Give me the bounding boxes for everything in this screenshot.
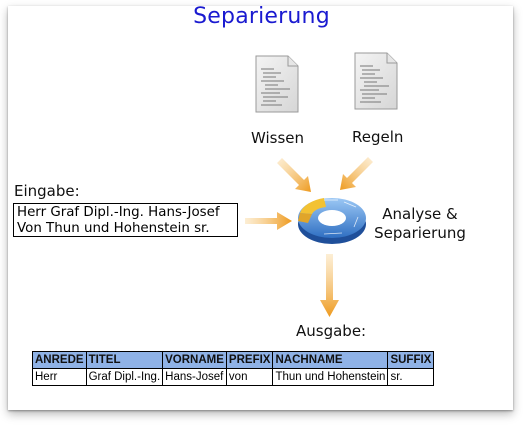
output-label: Ausgabe: (296, 322, 367, 340)
input-line-1: Herr Graf Dipl.-Ing. Hans-Josef (17, 205, 220, 220)
input-line-2: Von Thun und Hohenstein sr. (17, 221, 210, 236)
header-anrede: ANREDE (32, 351, 87, 369)
arrow-input (245, 212, 292, 230)
header-vorname: VORNAME (162, 351, 227, 369)
arrow-regeln (340, 157, 373, 190)
cell-vorname: Hans-Josef (162, 368, 227, 386)
document-icon-wissen (255, 55, 299, 113)
cell-anrede: Herr (32, 368, 87, 386)
header-prefix: PREFIX (225, 351, 274, 369)
table-header-row: ANREDE TITEL VORNAME PREFIX NACHNAME SUF… (32, 351, 435, 369)
table-row: Herr Graf Dipl.-Ing. Hans-Josef von Thun… (32, 368, 435, 386)
process-label-line2: Separierung (374, 224, 466, 242)
cell-titel: Graf Dipl.-Ing. (85, 368, 164, 386)
result-table: ANREDE TITEL VORNAME PREFIX NACHNAME SUF… (32, 351, 435, 386)
process-label-line1: Analyse & (382, 205, 458, 223)
source-label-wissen: Wissen (251, 129, 305, 147)
cell-suffix: sr. (387, 368, 435, 386)
header-suffix: SUFFIX (387, 351, 435, 369)
arrow-output (320, 254, 339, 317)
header-titel: TITEL (85, 351, 164, 369)
cell-prefix: von (225, 368, 274, 386)
input-box: Herr Graf Dipl.-Ing. Hans-Josef Von Thun… (13, 203, 238, 237)
cycle-icon (298, 198, 366, 244)
input-label: Eingabe: (14, 182, 80, 200)
arrow-wissen (277, 158, 311, 192)
cell-nachname: Thun und Hohenstein (272, 368, 389, 386)
source-label-regeln: Regeln (352, 128, 404, 146)
header-nachname: NACHNAME (272, 351, 389, 369)
document-icon-regeln (354, 52, 398, 110)
slide-title: Separierung (193, 4, 330, 29)
